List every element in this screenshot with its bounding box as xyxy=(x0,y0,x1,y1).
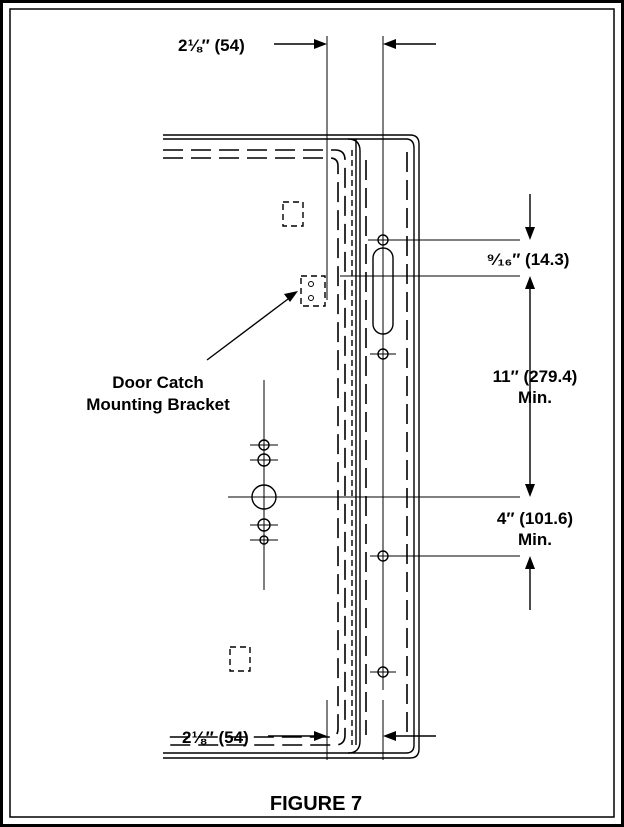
bottom-width-label: 2⅛″ (54) xyxy=(182,728,249,747)
span-min-value: 11″ (279.4) xyxy=(493,367,578,386)
bottom-min-value: 4″ (101.6) xyxy=(497,509,573,528)
lower-hinge-outline xyxy=(229,646,251,672)
jamb-holes xyxy=(340,228,520,690)
upper-hinge-outline xyxy=(282,201,304,227)
callout-line1: Door Catch xyxy=(112,373,204,392)
lock-holes xyxy=(228,380,520,590)
top-width-label: 2⅛″ (54) xyxy=(178,36,245,55)
figure-caption: FIGURE 7 xyxy=(270,793,362,815)
callout-arrow xyxy=(206,291,298,361)
top-width-dimension: 2⅛″ (54) xyxy=(178,36,436,300)
slot-offset-label: ⁹⁄₁₆″ (14.3) xyxy=(487,250,570,269)
span-min-suffix: Min. xyxy=(518,388,552,407)
inner-frame xyxy=(9,8,615,818)
door-catch-bracket xyxy=(300,275,326,307)
bottom-min-suffix: Min. xyxy=(518,530,552,549)
frame-channel xyxy=(163,134,420,759)
callout-line2: Mounting Bracket xyxy=(86,395,230,414)
slot-offset-dimension xyxy=(525,194,535,610)
bottom-width-dimension: 2⅛″ (54) xyxy=(182,700,436,760)
